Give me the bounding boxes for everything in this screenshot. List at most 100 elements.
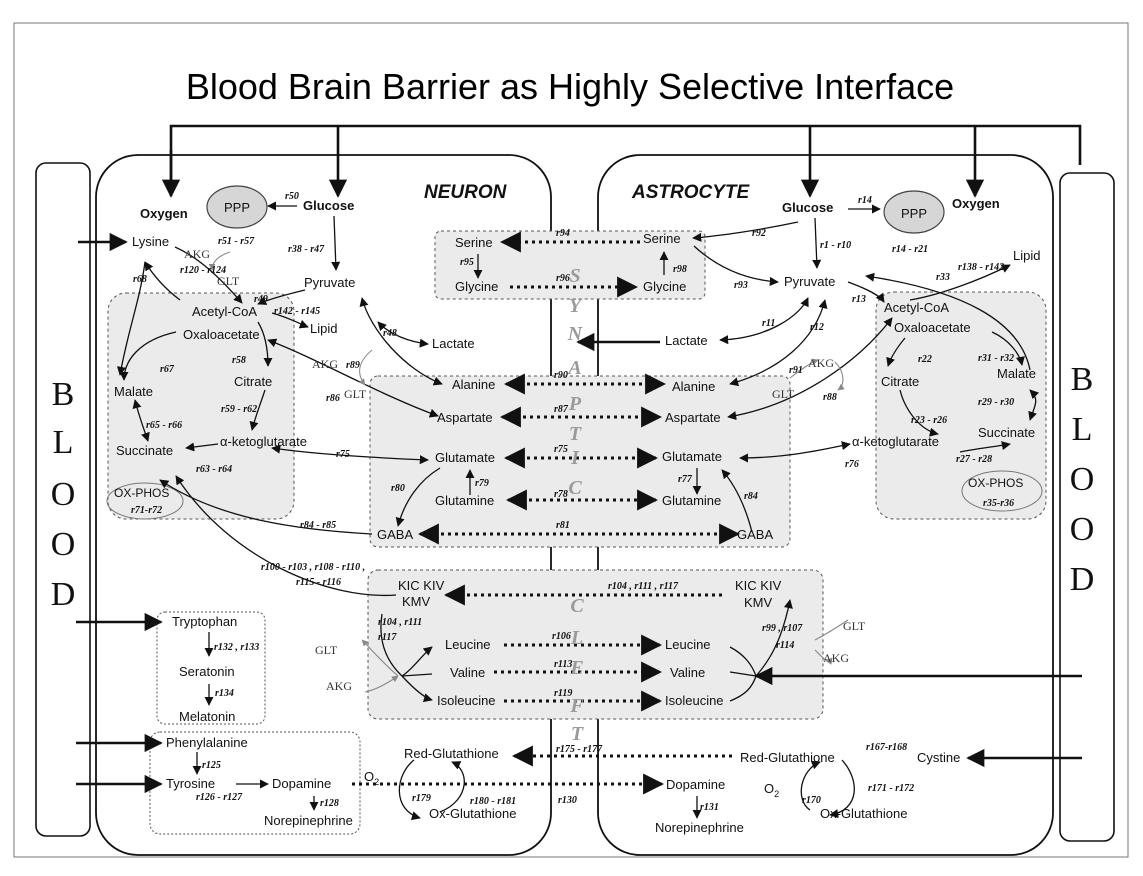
astrocyte-kic-kiv: KIC KIV: [735, 578, 782, 593]
svg-text:r88: r88: [823, 392, 837, 403]
astrocyte-ppp-node: [883, 190, 945, 234]
neuron-phenylalanine: Phenylalanine: [166, 735, 248, 750]
svg-text:r99 , r107: r99 , r107: [762, 623, 803, 634]
svg-text:r77: r77: [678, 474, 693, 485]
blood-vessel-right: [1059, 172, 1115, 842]
svg-text:r113: r113: [554, 659, 572, 670]
svg-text:P: P: [568, 393, 582, 415]
svg-text:r134: r134: [215, 688, 234, 699]
svg-text:r89: r89: [346, 360, 360, 371]
astrocyte-aspartate: Aspartate: [665, 410, 721, 425]
svg-text:r63 - r64: r63 - r64: [196, 464, 232, 475]
svg-text:r128: r128: [320, 798, 339, 809]
svg-text:r51 - r57: r51 - r57: [218, 236, 255, 247]
neuron-lysine: Lysine: [132, 234, 169, 249]
svg-text:r86: r86: [326, 393, 340, 404]
neuron-lactate: Lactate: [432, 336, 475, 351]
svg-text:r22: r22: [918, 354, 932, 365]
svg-text:Y: Y: [569, 295, 583, 317]
astrocyte-citrate: Citrate: [881, 374, 919, 389]
astrocyte-aketoglutarate: α-ketoglutarate: [852, 434, 939, 449]
svg-text:r31 - r32: r31 - r32: [978, 353, 1014, 364]
svg-text:r126 - r127: r126 - r127: [196, 792, 243, 803]
neuron-mitochondria: [107, 292, 295, 520]
blood-label-left: B L O O D: [51, 376, 76, 613]
astrocyte-oxygen: Oxygen: [952, 196, 1000, 211]
svg-text:r138 - r142: r138 - r142: [958, 262, 1004, 273]
neuron-kic-kiv: KIC KIV: [398, 578, 445, 593]
svg-text:F: F: [569, 695, 584, 717]
astrocyte-serine: Serine: [643, 231, 681, 246]
svg-text:r14: r14: [858, 195, 872, 206]
neuron-ox-glutathione: Ox-Glutathione: [429, 806, 516, 821]
page-title: Blood Brain Barrier as Highly Selective …: [186, 66, 954, 107]
neuron-seratonin: Seratonin: [179, 664, 235, 679]
astrocyte-cystine: Cystine: [917, 750, 960, 765]
neuron-red-glutathione: Red-Glutathione: [404, 746, 499, 761]
neuron-dopamine: Dopamine: [272, 776, 331, 791]
svg-text:r38 - r47: r38 - r47: [288, 244, 325, 255]
svg-text:r81: r81: [556, 520, 570, 531]
blood-supply-lines: [161, 124, 1082, 198]
astrocyte-oxaloacetate: Oxaloacetate: [894, 320, 971, 335]
astrocyte-oxphos: OX-PHOS: [968, 476, 1023, 490]
svg-text:I: I: [570, 447, 580, 469]
neuron-akg2: AKG: [312, 357, 338, 371]
svg-text:r80: r80: [391, 483, 405, 494]
svg-text:L: L: [570, 627, 583, 649]
svg-text:r71-r72: r71-r72: [131, 505, 162, 516]
svg-text:r167-r168: r167-r168: [866, 742, 907, 753]
svg-text:r84 - r85: r84 - r85: [300, 520, 336, 531]
astrocyte-kmv: KMV: [744, 595, 773, 610]
astrocyte-red-glutathione: Red-Glutathione: [740, 750, 835, 765]
outer-frame: [13, 22, 1129, 858]
svg-text:A: A: [566, 357, 581, 379]
astrocyte-valine: Valine: [670, 665, 705, 680]
svg-text:C: C: [568, 477, 582, 499]
svg-text:E: E: [569, 657, 583, 679]
astrocyte-ox-glutathione: Ox-Glutathione: [820, 806, 907, 821]
svg-text:N: N: [567, 323, 584, 345]
svg-text:r90: r90: [554, 370, 568, 381]
svg-text:r48: r48: [383, 328, 397, 339]
svg-text:r96: r96: [556, 273, 570, 284]
neuron-glutamate: Glutamate: [435, 450, 495, 465]
neuron-akg3: AKG: [326, 679, 352, 693]
svg-text:O: O: [1070, 461, 1095, 498]
svg-text:r104 , r111: r104 , r111: [378, 617, 422, 628]
astrocyte-oxphos-ellipse: [961, 470, 1043, 512]
svg-text:r119: r119: [554, 688, 572, 699]
blood-transport-arrows: [76, 232, 1082, 794]
astrocyte-gaba: GABA: [737, 527, 773, 542]
neuron-citrate: Citrate: [234, 374, 272, 389]
astrocyte-glucose: Glucose: [782, 200, 833, 215]
astrocyte-dopamine: Dopamine: [666, 777, 725, 792]
neuron-glycine: Glycine: [455, 279, 498, 294]
svg-text:C: C: [570, 595, 584, 617]
svg-text:B: B: [52, 376, 75, 413]
neuron-glt: GLT: [217, 274, 240, 288]
svg-text:r23 - r26: r23 - r26: [911, 415, 947, 426]
svg-text:r115 - r116: r115 - r116: [296, 577, 341, 588]
svg-text:r76: r76: [845, 459, 859, 470]
svg-text:r75: r75: [554, 444, 568, 455]
astrocyte-lactate: Lactate: [665, 333, 708, 348]
svg-text:r1 - r10: r1 - r10: [820, 240, 851, 251]
neuron-kmv: KMV: [402, 594, 431, 609]
svg-text:r175 - r177: r175 - r177: [556, 744, 603, 755]
neuron-glt-akg-lines: [208, 251, 399, 693]
astrocyte-alanine: Alanine: [672, 379, 715, 394]
neuron-ppp-node: [206, 185, 268, 229]
svg-text:T: T: [569, 423, 582, 445]
neuron-glt3: GLT: [315, 643, 338, 657]
svg-text:B: B: [1071, 361, 1094, 398]
neuron-serine: Serine: [455, 235, 493, 250]
svg-text:r75: r75: [336, 449, 350, 460]
neuron-malate: Malate: [114, 384, 153, 399]
blood-label-right: B L O O D: [1070, 361, 1095, 598]
svg-text:r92: r92: [752, 228, 766, 239]
svg-text:r171 - r172: r171 - r172: [868, 783, 914, 794]
svg-text:r49: r49: [254, 294, 268, 305]
svg-text:r67: r67: [160, 364, 175, 375]
